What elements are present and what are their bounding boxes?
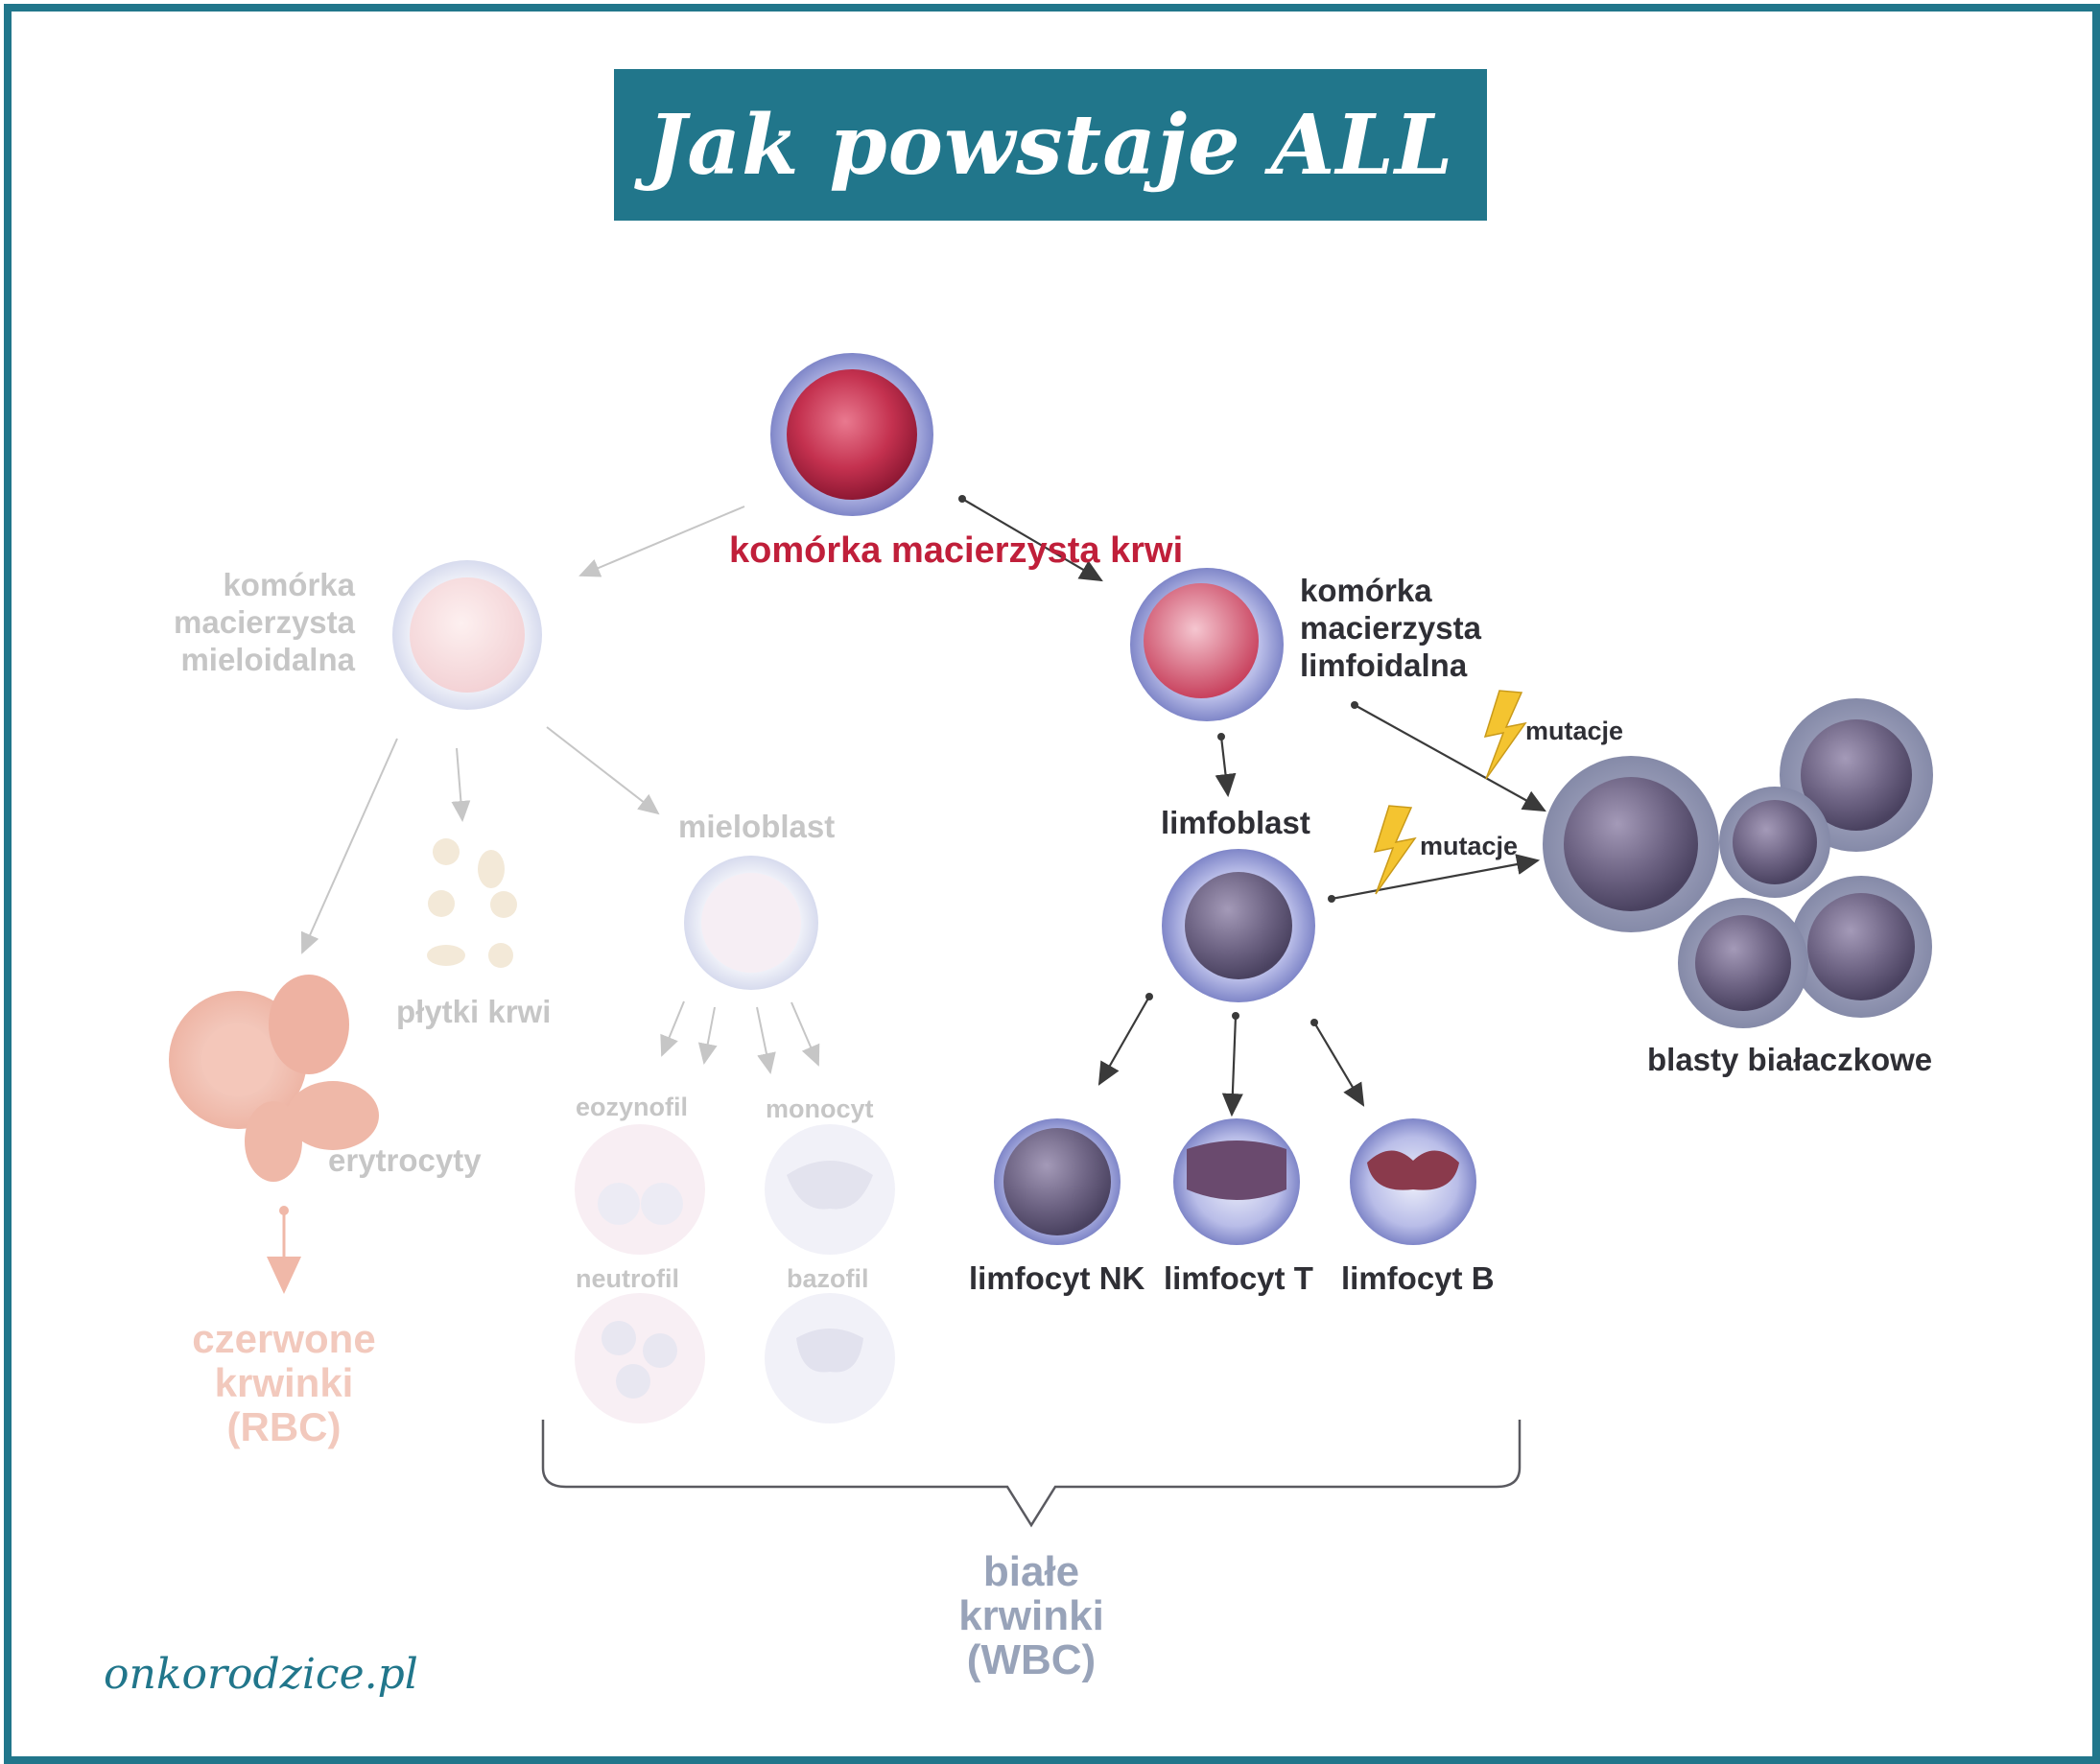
page-title: Jak powstaje ALL [647,96,1454,194]
neutrophil-cell-icon [575,1293,705,1423]
lymphoblast-label: limfoblast [1161,805,1310,840]
t-cell-label: limfocyt T [1164,1260,1313,1296]
mutation-label: mutacje [1525,717,1624,745]
eosinophil-label: eozynofil [576,1093,689,1121]
rbc-arrow [267,1206,301,1294]
title-banner: Jak powstaje ALL [614,69,1487,221]
active-arrows [961,498,1546,1117]
rbc-group-label: czerwone krwinki (RBC) [192,1316,376,1449]
faded-arrows [300,506,820,1074]
erythrocytes-icon [169,975,379,1182]
basophil-label: bazofil [787,1264,869,1293]
mutation-label: mutacje [1420,832,1519,860]
wbc-brace [541,1420,1522,1528]
site-url: onkorodzice.pl [104,1650,418,1699]
myeloid-stem-label: komórka macierzysta mieloidalna [174,567,355,677]
lymphoid-stem-label: komórka macierzysta limfoidalna [1300,573,1481,683]
nk-label: limfocyt NK [969,1260,1145,1296]
b-lymphocyte-icon [1350,1118,1476,1245]
neutrophil-label: neutrofil [576,1264,679,1293]
platelets-icon [427,838,517,968]
blasts-label: blasty białaczkowe [1647,1042,1933,1077]
nk-lymphocyte-icon [994,1118,1121,1245]
myeloblast-label: mieloblast [678,809,836,844]
b-cell-label: limfocyt B [1341,1260,1495,1296]
t-lymphocyte-icon [1173,1118,1300,1245]
monocyte-label: monocyt [766,1094,874,1123]
arrow-start-dots [958,495,1358,1026]
lightning-icon [1373,805,1417,895]
lymphoid-stem-cell-icon [1130,568,1284,721]
lightning-icon [1483,690,1527,780]
lymphoblast-cell-icon [1162,849,1315,1002]
hsc-label: komórka macierzysta krwi [729,530,1184,571]
myeloblast-cell-icon [684,856,818,990]
platelets-label: płytki krwi [396,994,552,1029]
basophil-cell-icon [765,1293,895,1423]
myeloid-stem-cell-icon [392,560,542,710]
leukemic-blasts-icon [1543,698,1933,1028]
monocyte-cell-icon [765,1124,895,1255]
eosinophil-cell-icon [575,1124,705,1255]
erythrocytes-label: erytrocyty [328,1142,482,1178]
wbc-group-label: białe krwinki (WBC) [958,1548,1104,1683]
hsc-cell-icon [770,353,933,516]
